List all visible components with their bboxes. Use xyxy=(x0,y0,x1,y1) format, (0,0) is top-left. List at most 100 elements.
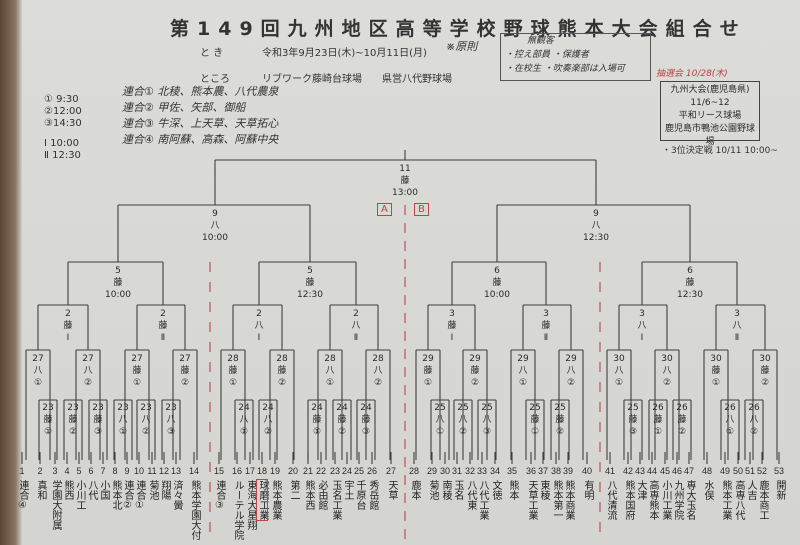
game-venue: 藤 xyxy=(68,415,78,425)
team-name: 鹿本 xyxy=(409,480,420,500)
team-name: 千原台 xyxy=(354,480,365,510)
game-time: 10:00 xyxy=(202,233,228,243)
game-number: 3 xyxy=(639,309,645,319)
note-line-1: 無観客 xyxy=(527,36,555,46)
team-number: 1 xyxy=(19,466,25,476)
game-venue: 藤 xyxy=(337,415,347,425)
game-number: 5 xyxy=(307,266,313,276)
team-name: 菊池 xyxy=(427,480,438,500)
rengo-4: 連合④ 南阿蘇、高森、阿蘇中央 xyxy=(122,133,279,146)
team-number: 22 xyxy=(315,466,327,476)
team-number: 24 xyxy=(341,466,353,476)
game-number: 23 xyxy=(92,403,104,413)
game-23-藤-③: 23 藤 ③ xyxy=(92,402,103,438)
game-venue: 藤 xyxy=(470,366,480,376)
team-number: 21 xyxy=(302,466,314,476)
game-time: ① xyxy=(228,378,238,388)
team-name: 有明 xyxy=(582,480,593,500)
game-number: 23 xyxy=(42,403,54,413)
team-number: 38 xyxy=(550,466,562,476)
game-time: ② xyxy=(263,427,273,437)
game-time: ① xyxy=(725,427,735,437)
team-number: 13 xyxy=(170,466,182,476)
game-venue: 藤 xyxy=(228,366,238,376)
team-name: 菊池 xyxy=(147,480,158,500)
game-venue: 藤 xyxy=(760,366,770,376)
team-number: 39 xyxy=(562,466,574,476)
place-label: ところ xyxy=(200,74,230,85)
game-venue: 八 xyxy=(591,221,601,231)
team-name: 球磨工業 xyxy=(256,479,268,521)
team-number: 20 xyxy=(287,466,299,476)
game-time: ② xyxy=(470,378,480,388)
team-name: 南稜 xyxy=(440,480,451,500)
game-venue: 藤 xyxy=(93,415,103,425)
team-number: 18 xyxy=(256,466,268,476)
team-number: 31 xyxy=(451,466,463,476)
game-time: ① xyxy=(325,378,335,388)
team-number: 11 xyxy=(147,466,157,476)
game-number: 27 xyxy=(82,354,94,364)
game-venue: 八 xyxy=(351,321,361,331)
game-number: 26 xyxy=(748,403,760,413)
game-time: Ⅰ xyxy=(257,333,261,343)
team-number: 43 xyxy=(634,466,646,476)
team-number: 44 xyxy=(646,466,658,476)
game-time: 12:30 xyxy=(583,233,609,243)
game-number: 3 xyxy=(734,309,740,319)
team-name: 天草工業 xyxy=(526,480,537,520)
game-time: ② xyxy=(180,378,190,388)
team-name: 八代 xyxy=(86,480,97,500)
team-number: 48 xyxy=(701,466,713,476)
game-time: 12:30 xyxy=(677,290,703,300)
team-name: 人吉 xyxy=(745,480,756,500)
game-venue: 八 xyxy=(566,366,576,376)
game-time: ① xyxy=(312,427,322,437)
zone-a-label: A xyxy=(377,203,392,216)
game-venue: 八 xyxy=(210,221,220,231)
game-time: ② xyxy=(373,378,383,388)
team-number: 6 xyxy=(88,466,94,476)
team-number: 35 xyxy=(506,466,518,476)
team-name: ルーテル学院 xyxy=(232,480,243,540)
team-name: 専大玉名 xyxy=(684,480,695,520)
team-name: 小川工 xyxy=(74,480,85,510)
team-number: 45 xyxy=(659,466,671,476)
game-time: ② xyxy=(68,427,78,437)
game-time: ③ xyxy=(93,427,103,437)
game-venue: 八 xyxy=(325,366,335,376)
game-time: Ⅱ xyxy=(543,333,549,343)
time-2: ②12:00 xyxy=(44,106,82,117)
team-name: 小川工業 xyxy=(660,480,671,520)
game-venue: 藤 xyxy=(628,415,638,425)
game-time: ① xyxy=(530,427,540,437)
game-time: ② xyxy=(760,378,770,388)
team-name: 開新 xyxy=(774,480,785,500)
game-number: 25 xyxy=(481,403,493,413)
game-venue: 藤 xyxy=(400,176,410,186)
game-number: 27 xyxy=(179,354,191,364)
time-I: Ⅰ 10:00 xyxy=(44,138,79,149)
game-venue: 八 xyxy=(637,321,647,331)
desk-edge xyxy=(0,0,22,545)
team-name: 八代東 xyxy=(465,480,476,510)
game-time: Ⅱ xyxy=(353,333,359,343)
game-time: ① xyxy=(614,378,624,388)
team-name: 第二 xyxy=(288,480,299,500)
game-venue: 八 xyxy=(118,415,128,425)
team-number: 33 xyxy=(476,466,488,476)
